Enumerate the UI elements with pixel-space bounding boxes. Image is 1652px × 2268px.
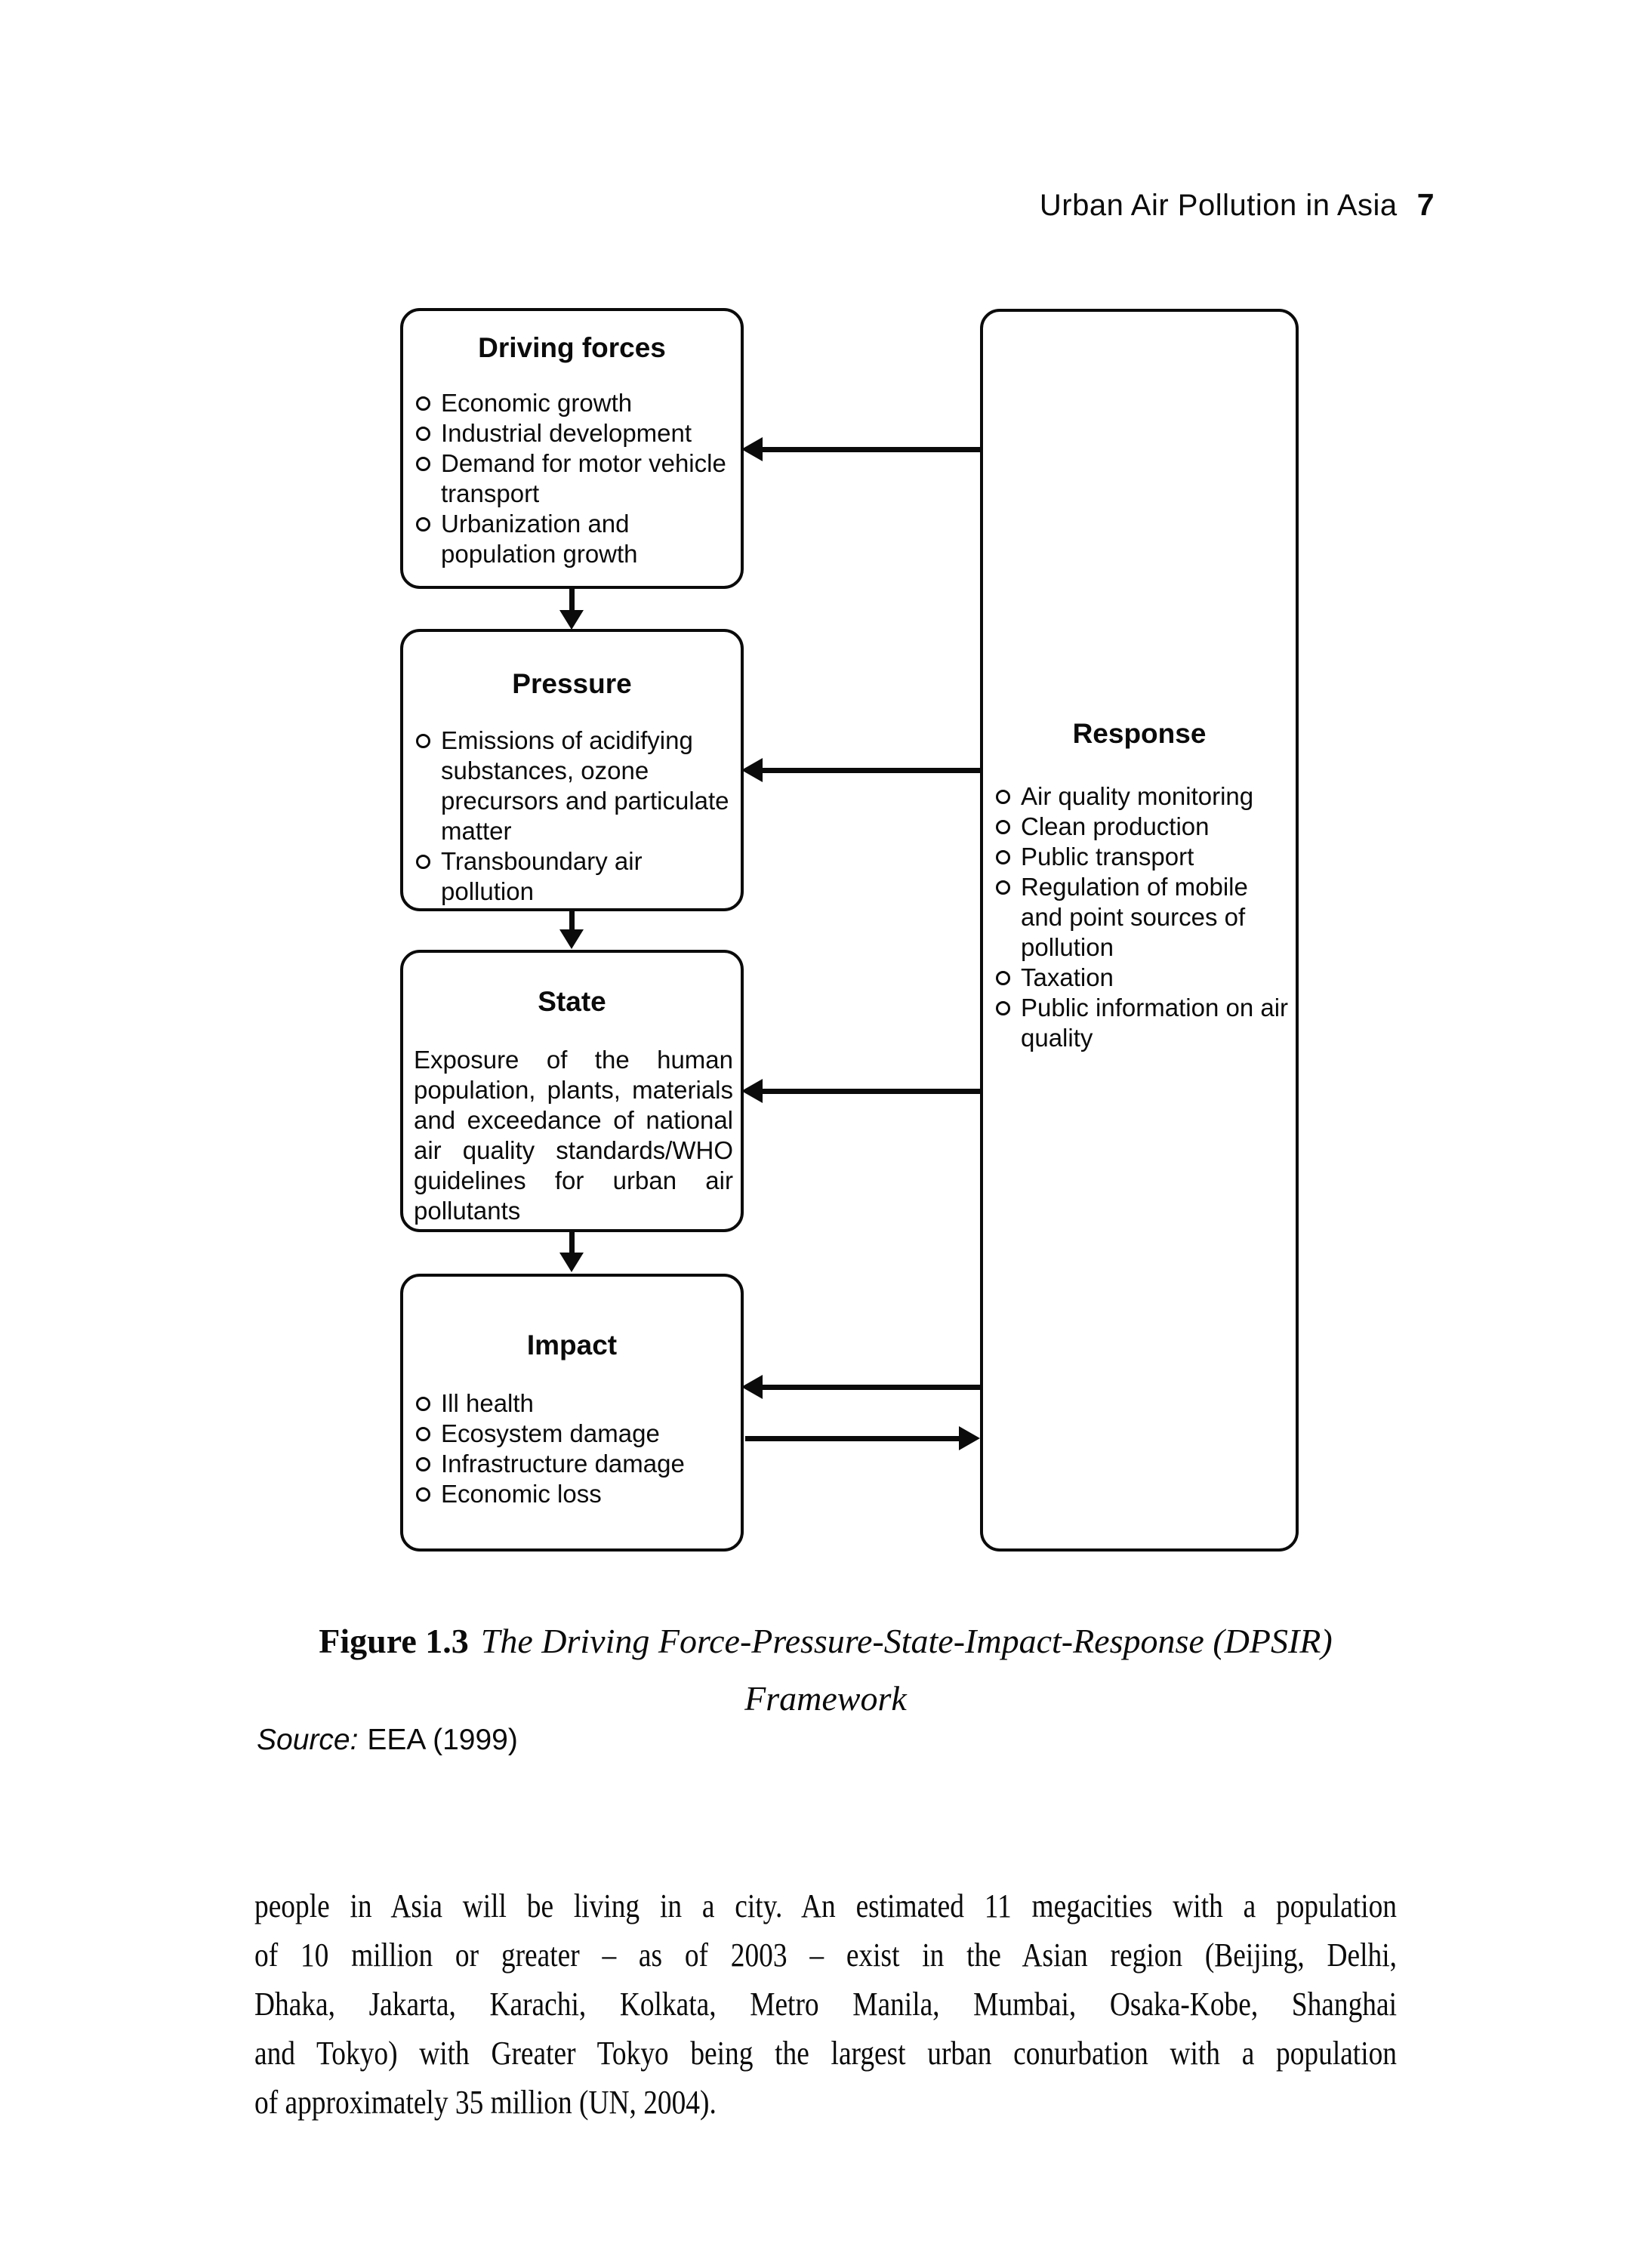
body-line: Dhaka, Jakarta, Karachi, Kolkata, Metro … xyxy=(254,1986,1397,2023)
source-line: Source:EEA (1999) xyxy=(257,1724,518,1757)
response-title: Response xyxy=(1072,718,1207,749)
list-item-text: Urbanization and population growth xyxy=(441,510,638,568)
bullet-circle-icon xyxy=(996,880,1010,895)
body-line: people in Asia will be living in a city.… xyxy=(254,1887,1397,1924)
list-item-text: Public information on air quality xyxy=(1021,994,1289,1052)
arrow-line xyxy=(761,1385,980,1390)
list-item: Infrastructure damage xyxy=(403,1449,736,1479)
list-item-text: Air quality monitoring xyxy=(1021,782,1254,810)
list-item: Clean production xyxy=(983,812,1291,842)
arrow-line xyxy=(569,588,575,612)
arrowhead-down-icon xyxy=(559,929,584,949)
list-item-text: Taxation xyxy=(1021,963,1114,991)
list-item: Air quality monitoring xyxy=(983,781,1291,812)
list-item: Economic loss xyxy=(403,1479,736,1509)
bullet-circle-icon xyxy=(416,734,430,748)
bullet-circle-icon xyxy=(416,1427,430,1441)
page-number: 7 xyxy=(1416,187,1435,222)
list-item: Public transport xyxy=(983,842,1291,872)
pressure-box: Pressure Emissions of acidifying substan… xyxy=(400,629,744,911)
list-item-text: Public transport xyxy=(1021,843,1194,871)
bullet-circle-icon xyxy=(996,790,1010,804)
bullet-circle-icon xyxy=(416,396,430,411)
running-head-title: Urban Air Pollution in Asia xyxy=(1039,189,1398,222)
arrow-line xyxy=(569,911,575,932)
bullet-circle-icon xyxy=(416,457,430,471)
figure-title-line2: Framework xyxy=(744,1679,907,1718)
list-item-text: Transboundary air pollution xyxy=(441,847,643,905)
list-item: Urbanization and population growth xyxy=(403,509,736,569)
list-item-text: Regulation of mobile and point sources o… xyxy=(1021,873,1248,961)
list-item: Ill health xyxy=(403,1388,736,1419)
bullet-circle-icon xyxy=(416,1487,430,1502)
bullet-circle-icon xyxy=(996,850,1010,864)
list-item: Emissions of acidifying substances, ozon… xyxy=(403,726,736,846)
list-item: Ecosystem damage xyxy=(403,1419,736,1449)
list-item: Economic growth xyxy=(403,388,736,418)
list-item: Public information on air quality xyxy=(983,993,1291,1053)
arrowhead-left-icon xyxy=(741,437,763,461)
driving-forces-title: Driving forces xyxy=(478,332,666,363)
body-paragraph: people in Asia will be living in a city.… xyxy=(254,1881,1397,2127)
figure-title-line1: The Driving Force-Pressure-State-Impact-… xyxy=(480,1622,1333,1660)
body-line: of approximately 35 million (UN, 2004). xyxy=(254,2084,717,2121)
bullet-circle-icon xyxy=(996,971,1010,985)
state-text: Exposure of the human population, plants… xyxy=(414,1046,733,1225)
bullet-circle-icon xyxy=(416,427,430,441)
list-item-text: Industrial development xyxy=(441,419,692,447)
caption-line1: Figure 1.3 The Driving Force-Pressure-Sta… xyxy=(254,1613,1397,1670)
arrowhead-left-icon xyxy=(741,1079,763,1103)
list-item-text: Emissions of acidifying substances, ozon… xyxy=(441,726,729,845)
arrow-line xyxy=(761,1089,980,1094)
list-item-text: Demand for motor vehicle transport xyxy=(441,449,726,507)
bullet-circle-icon xyxy=(416,855,430,869)
body-line: of 10 million or greater – as of 2003 – … xyxy=(254,1937,1397,1974)
arrow-line xyxy=(745,1436,960,1441)
bullet-circle-icon xyxy=(996,1001,1010,1015)
figure-label: Figure 1.3 xyxy=(319,1622,469,1660)
bullet-circle-icon xyxy=(416,1397,430,1411)
arrow-line xyxy=(761,768,980,773)
list-item-text: Ill health xyxy=(441,1389,534,1417)
source-label: Source: xyxy=(257,1724,359,1756)
arrowhead-left-icon xyxy=(741,1375,763,1399)
list-item: Regulation of mobile and point sources o… xyxy=(983,872,1291,963)
arrow-line xyxy=(761,447,980,452)
arrow-line xyxy=(569,1231,575,1254)
pressure-list: Emissions of acidifying substances, ozon… xyxy=(403,726,741,907)
bullet-circle-icon xyxy=(416,1457,430,1471)
arrowhead-left-icon xyxy=(741,758,763,782)
source-text: EEA (1999) xyxy=(367,1724,518,1756)
list-item-text: Infrastructure damage xyxy=(441,1450,685,1478)
list-item: Demand for motor vehicle transport xyxy=(403,448,736,509)
bullet-circle-icon xyxy=(996,820,1010,834)
list-item-text: Ecosystem damage xyxy=(441,1419,660,1447)
list-item: Transboundary air pollution xyxy=(403,846,736,907)
state-box: State Exposure of the human population, … xyxy=(400,950,744,1232)
list-item: Taxation xyxy=(983,963,1291,993)
list-item-text: Economic loss xyxy=(441,1480,602,1508)
list-item-text: Economic growth xyxy=(441,389,633,417)
body-line: and Tokyo) with Greater Tokyo being the … xyxy=(254,2035,1397,2072)
arrowhead-down-icon xyxy=(559,1253,584,1272)
state-title: State xyxy=(538,986,606,1017)
running-head: Urban Air Pollution in Asia 7 xyxy=(0,187,1435,223)
list-item: Industrial development xyxy=(403,418,736,448)
arrowhead-down-icon xyxy=(559,610,584,630)
figure-caption: Figure 1.3 The Driving Force-Pressure-Sta… xyxy=(254,1613,1397,1727)
impact-title: Impact xyxy=(526,1330,618,1360)
pressure-title: Pressure xyxy=(512,668,632,699)
list-item-text: Clean production xyxy=(1021,812,1210,840)
bullet-circle-icon xyxy=(416,517,430,532)
arrowhead-right-icon xyxy=(959,1426,980,1450)
